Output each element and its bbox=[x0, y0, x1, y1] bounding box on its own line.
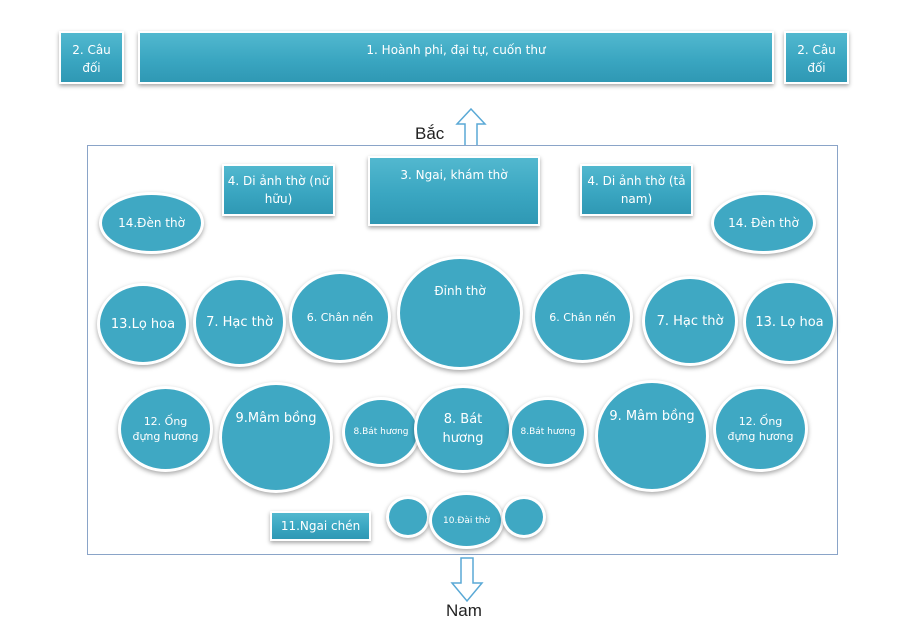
portrait-right: 4. Di ảnh thờ (tả nam) bbox=[580, 164, 693, 216]
horizontal-banner: 1. Hoành phi, đại tự, cuốn thư bbox=[138, 31, 774, 84]
small-cup-right bbox=[502, 496, 546, 538]
crane-left: 7. Hạc thờ bbox=[193, 277, 286, 367]
incense-holder-right: 12. Ống đựng hương bbox=[713, 386, 808, 472]
vase-left: 13.Lọ hoa bbox=[97, 283, 189, 365]
shrine-box: 3. Ngai, khám thờ bbox=[368, 156, 540, 226]
offering-cup: 10.Đài thờ bbox=[429, 492, 504, 549]
portrait-left: 4. Di ảnh thờ (nữ hữu) bbox=[222, 164, 335, 216]
couplet-right: 2. Câu đối bbox=[784, 31, 849, 84]
vase-right: 13. Lọ hoa bbox=[743, 280, 836, 364]
incense-bowl-small-right: 8.Bát hương bbox=[509, 397, 587, 467]
tray-left: 9.Mâm bồng bbox=[219, 382, 333, 493]
incense-bowl-main: 8. Bát hương bbox=[414, 385, 512, 473]
south-arrow-icon bbox=[450, 557, 484, 603]
candle-right: 6. Chân nến bbox=[532, 271, 633, 363]
incense-bowl-small-left: 8.Bát hương bbox=[342, 397, 420, 467]
cup-tray: 11.Ngai chén bbox=[270, 511, 371, 541]
lamp-right: 14. Đèn thờ bbox=[711, 192, 816, 254]
small-cup-left bbox=[386, 496, 430, 538]
tray-right: 9. Mâm bồng bbox=[595, 380, 709, 492]
crane-right: 7. Hạc thờ bbox=[642, 276, 738, 366]
north-label: Bắc bbox=[415, 124, 445, 143]
lamp-left: 14.Đèn thờ bbox=[99, 192, 204, 254]
candle-left: 6. Chân nến bbox=[289, 271, 391, 363]
south-label: Nam bbox=[446, 601, 482, 620]
couplet-left: 2. Câu đối bbox=[59, 31, 124, 84]
north-arrow-icon bbox=[455, 108, 487, 148]
incense-holder-left: 12. Ống đựng hương bbox=[118, 386, 213, 472]
censer: Đỉnh thờ bbox=[397, 256, 523, 370]
